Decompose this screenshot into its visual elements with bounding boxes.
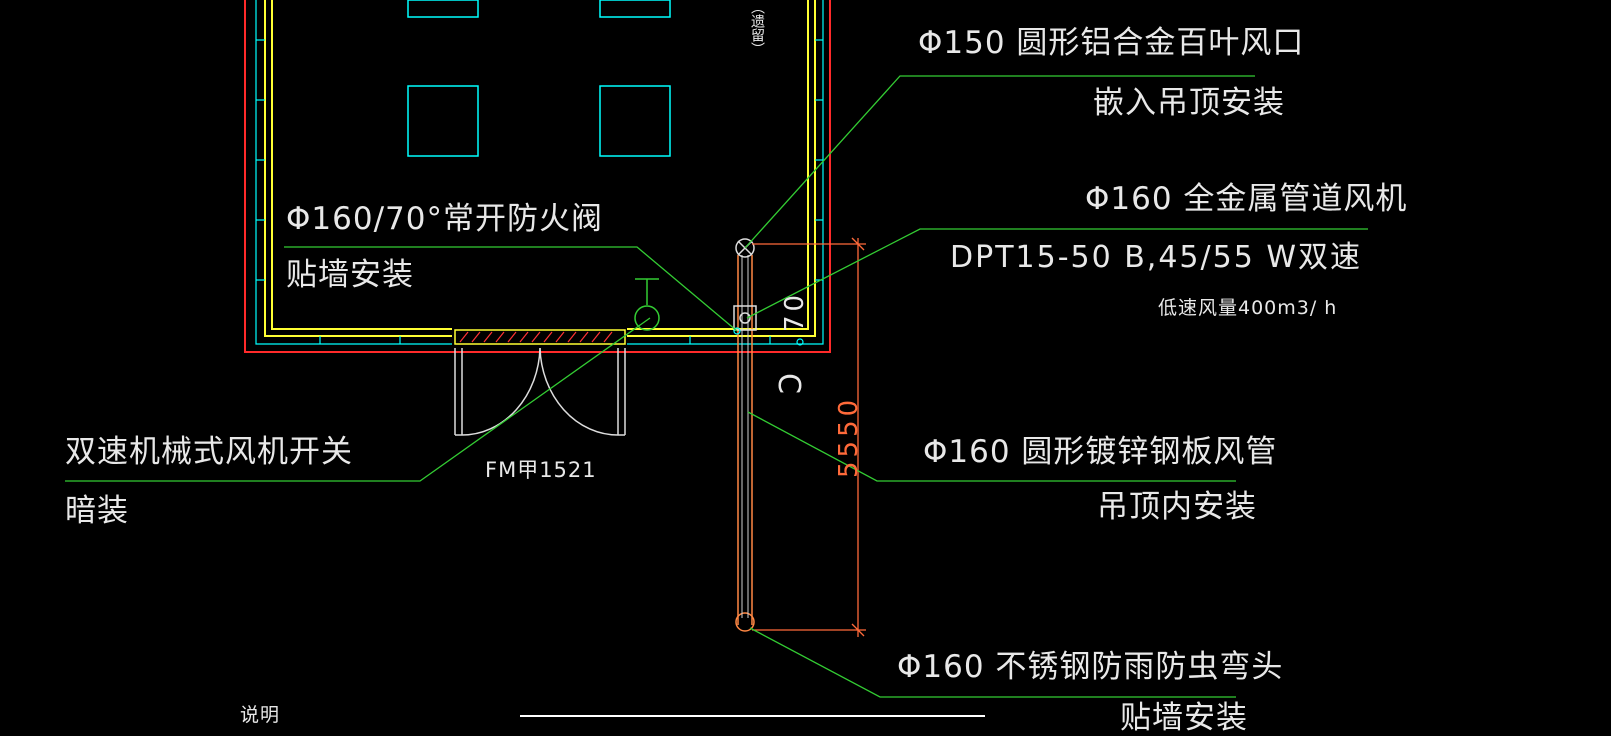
room-walls: [244, 0, 831, 353]
room-vertical-text: （遗留）: [749, 0, 765, 56]
duct: [735, 255, 755, 632]
elbow-label: Φ160 不锈钢防雨防虫弯头: [897, 649, 1284, 685]
grille-label: Φ150 圆形铝合金百叶风口: [918, 25, 1305, 61]
fan-switch-icon: [634, 278, 660, 331]
duct-fan-icon: [733, 305, 757, 331]
ceiling-lights: [407, 0, 671, 157]
light-fixture: [599, 0, 671, 18]
duct-install-label: 吊顶内安装: [1097, 489, 1257, 525]
light-fixture: [599, 85, 671, 157]
fire-damper-icon: [733, 327, 804, 346]
double-swing-door-icon: [454, 347, 626, 436]
fan-model-label: DPT15-50 B,45/55 W双速: [950, 240, 1362, 275]
elbow-install-label: 贴墙安装: [1120, 700, 1248, 736]
fan-airflow-label: 低速风量400m3/ h: [1158, 297, 1338, 319]
light-fixture: [407, 0, 479, 18]
switch-install-label: 暗装: [65, 493, 129, 529]
door-code-label: FM甲1521: [485, 458, 597, 482]
dimension-label: 5550: [834, 395, 864, 478]
dimension-small-label: 70: [780, 290, 810, 332]
switch-label: 双速机械式风机开关: [65, 434, 353, 470]
damper-label: Φ160/70°常开防火阀: [286, 201, 603, 237]
notes-heading: 说明: [240, 704, 281, 726]
cad-drawing: [65, 0, 1368, 717]
light-fixture: [407, 85, 479, 157]
grille-install-label: 嵌入吊顶安装: [1093, 85, 1285, 121]
door-threshold: [454, 329, 626, 345]
fan-label: Φ160 全金属管道风机: [1085, 181, 1408, 217]
damper-install-label: 贴墙安装: [286, 257, 414, 293]
leader-lines: [65, 75, 1368, 698]
duct-label: Φ160 圆形镀锌钢板风管: [923, 434, 1278, 470]
dimension-lines: [752, 237, 866, 637]
outline-c-label: C: [770, 373, 806, 394]
